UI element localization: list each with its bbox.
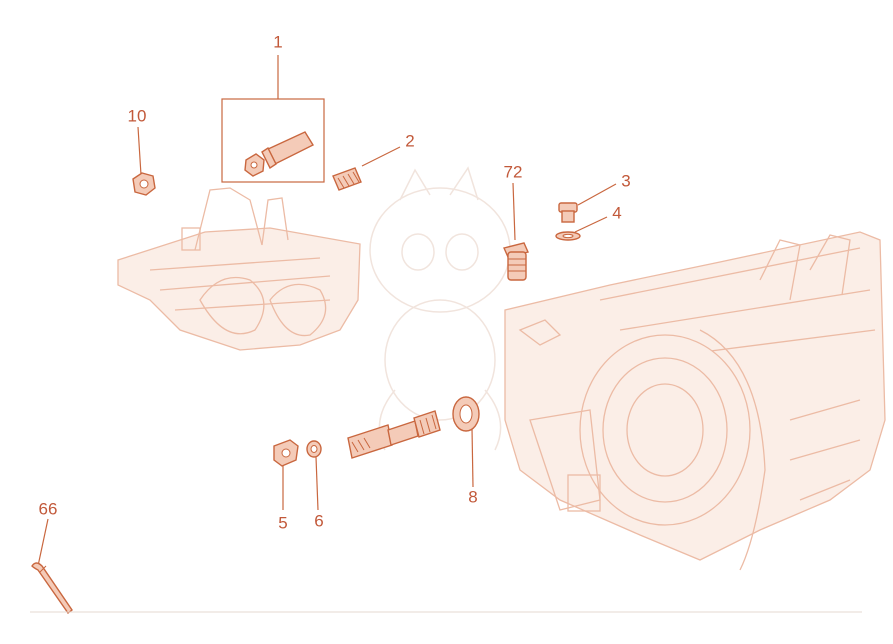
callout-5: 5 bbox=[278, 513, 288, 533]
part-1-group-box bbox=[221, 98, 325, 183]
part-66-pin bbox=[31, 562, 73, 614]
part-2-stud bbox=[332, 167, 362, 191]
callout-66: 66 bbox=[38, 499, 58, 519]
callout-10: 10 bbox=[127, 106, 147, 126]
callout-3: 3 bbox=[621, 171, 631, 191]
crankcase-left-ghost bbox=[117, 187, 361, 351]
part-8-oil-seal bbox=[452, 396, 480, 432]
leader-lines bbox=[37, 55, 617, 567]
part-6-ring bbox=[306, 440, 322, 458]
callout-1: 1 bbox=[273, 32, 283, 52]
callout-8: 8 bbox=[468, 487, 478, 507]
crankcase-right-ghost bbox=[504, 231, 886, 571]
watermark-mascot bbox=[369, 166, 511, 451]
part-3-screw bbox=[558, 202, 578, 223]
gear-shaft bbox=[347, 410, 441, 459]
callout-72: 72 bbox=[503, 162, 523, 182]
callout-4: 4 bbox=[612, 203, 622, 223]
callout-6: 6 bbox=[314, 511, 324, 531]
part-10-nut bbox=[132, 172, 156, 196]
part-4-washer bbox=[555, 231, 581, 241]
callout-2: 2 bbox=[405, 131, 415, 151]
part-72-spring-plug bbox=[503, 242, 529, 281]
part-1-sensor bbox=[244, 131, 314, 177]
part-5-bracket bbox=[273, 439, 299, 467]
